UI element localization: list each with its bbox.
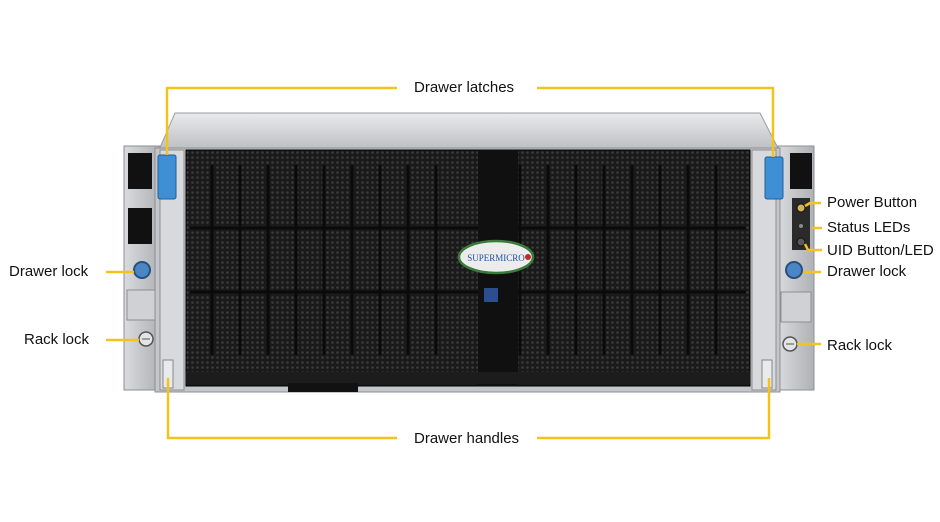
label-rack-lock-left: Rack lock: [24, 331, 90, 348]
bottom-lip: [186, 372, 750, 384]
uid-button[interactable]: [796, 237, 806, 247]
chassis-top: [157, 112, 781, 153]
supermicro-logo: SUPERMICRO: [457, 239, 535, 275]
leader-lines: [106, 86, 822, 440]
status-led: [799, 224, 803, 228]
label-drawer-latches: Drawer latches: [414, 79, 515, 96]
label-drawer-handles: Drawer handles: [414, 430, 520, 447]
center-led-block: [484, 288, 498, 302]
right-drawer-latch[interactable]: [764, 156, 784, 200]
left-drawer-lock[interactable]: [133, 261, 151, 279]
left-drawer-latch[interactable]: [157, 154, 177, 200]
label-drawer-lock-left: Drawer lock: [9, 263, 89, 280]
horizontal-divider: [190, 226, 746, 294]
bottom-tab: [288, 383, 358, 392]
power-button[interactable]: [796, 203, 806, 213]
label-power-button: Power Button: [827, 194, 918, 211]
svg-text:SUPERMICRO: SUPERMICRO: [467, 253, 525, 263]
right-drawer-handle[interactable]: [761, 359, 773, 389]
right-drawer-lock[interactable]: [785, 261, 803, 279]
label-uid-button-led: UID Button/LED: [827, 242, 934, 259]
label-drawer-lock-right: Drawer lock: [827, 263, 907, 280]
label-rack-lock-right: Rack lock: [827, 337, 893, 354]
label-status-leds: Status LEDs: [827, 219, 911, 236]
drive-ribs: [210, 165, 718, 355]
